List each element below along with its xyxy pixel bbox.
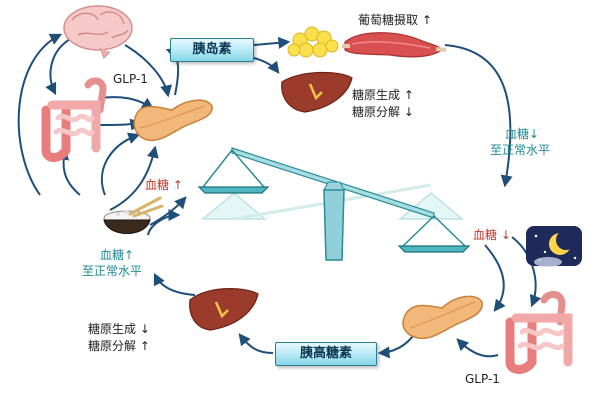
pancreas-icon <box>133 99 213 142</box>
bg-normal-right-line1: 血糖↓ <box>505 127 540 141</box>
arrow-glucagon-to-liver <box>238 333 274 354</box>
arrow-bg-low-to-intestine <box>511 236 542 308</box>
scale-pivot <box>323 181 345 191</box>
liver-bottom-label-line1: 糖原生成 ↓ <box>88 322 150 336</box>
rice-bowl-icon <box>103 196 164 234</box>
arrow-food-to-pancreas-a <box>100 132 141 196</box>
intestine-icon <box>505 291 573 374</box>
pancreas-icon <box>402 295 483 340</box>
fat-cells-icon <box>287 26 339 58</box>
arrow-uptake-to-scale <box>444 44 513 188</box>
night-moon-icon <box>526 226 582 267</box>
liver-icon <box>281 71 353 113</box>
liver-top-label-line1: 糖原生成 ↑ <box>352 88 414 102</box>
glp1-label-top: GLP-1 <box>113 72 148 86</box>
arrow-insulin-to-fat <box>253 36 291 49</box>
intestine-icon <box>41 77 107 162</box>
bg-normal-right-line2: 至正常水平 <box>490 143 551 157</box>
arrow-brain-to-intestine <box>45 37 73 96</box>
arrow-bg-low-to-pancreas <box>484 244 506 312</box>
arrow-brain-to-pancreas <box>124 44 172 98</box>
arrow-food-to-pancreas-b <box>109 145 159 211</box>
arrow-network <box>17 33 542 359</box>
arrow-intestine-to-pancreas <box>94 118 143 131</box>
arrow-bg-normal-to-scale <box>147 209 181 236</box>
scale-pan-right <box>397 245 471 253</box>
arrow-liver-to-bg-normal <box>153 272 196 296</box>
liver-top-label-line2: 糖原分解 ↓ <box>352 105 414 119</box>
scale-pan-left <box>197 186 270 194</box>
muscle-icon <box>342 32 447 58</box>
glp1-label-bottom: GLP-1 <box>465 372 500 386</box>
brain-icon <box>63 5 133 59</box>
balance-scale-icon <box>197 147 471 261</box>
scale-pillar <box>323 189 345 261</box>
arrow-glp1-to-pancreas <box>99 96 154 110</box>
liver-bottom-label-line2: 糖原分解 ↑ <box>88 339 150 353</box>
arrow-outer-left-to-brain <box>17 33 63 196</box>
glucose-uptake-label: 葡萄糖摄取 ↑ <box>358 13 432 27</box>
bg-high-label: 血糖 ↑ <box>145 178 183 192</box>
arrow-glp1-to-pancreas-bottom <box>456 338 499 358</box>
bg-normal-left-line1: 血糖↑ <box>100 248 135 262</box>
liver-icon <box>189 288 259 331</box>
arrow-insulin-to-liver <box>253 57 280 74</box>
glucagon-box: 胰高糖素 <box>275 342 377 366</box>
bg-low-label: 血糖 ↓ <box>473 228 511 242</box>
bg-normal-left-line2: 至正常水平 <box>82 264 143 278</box>
insulin-box: 胰岛素 <box>170 38 254 62</box>
